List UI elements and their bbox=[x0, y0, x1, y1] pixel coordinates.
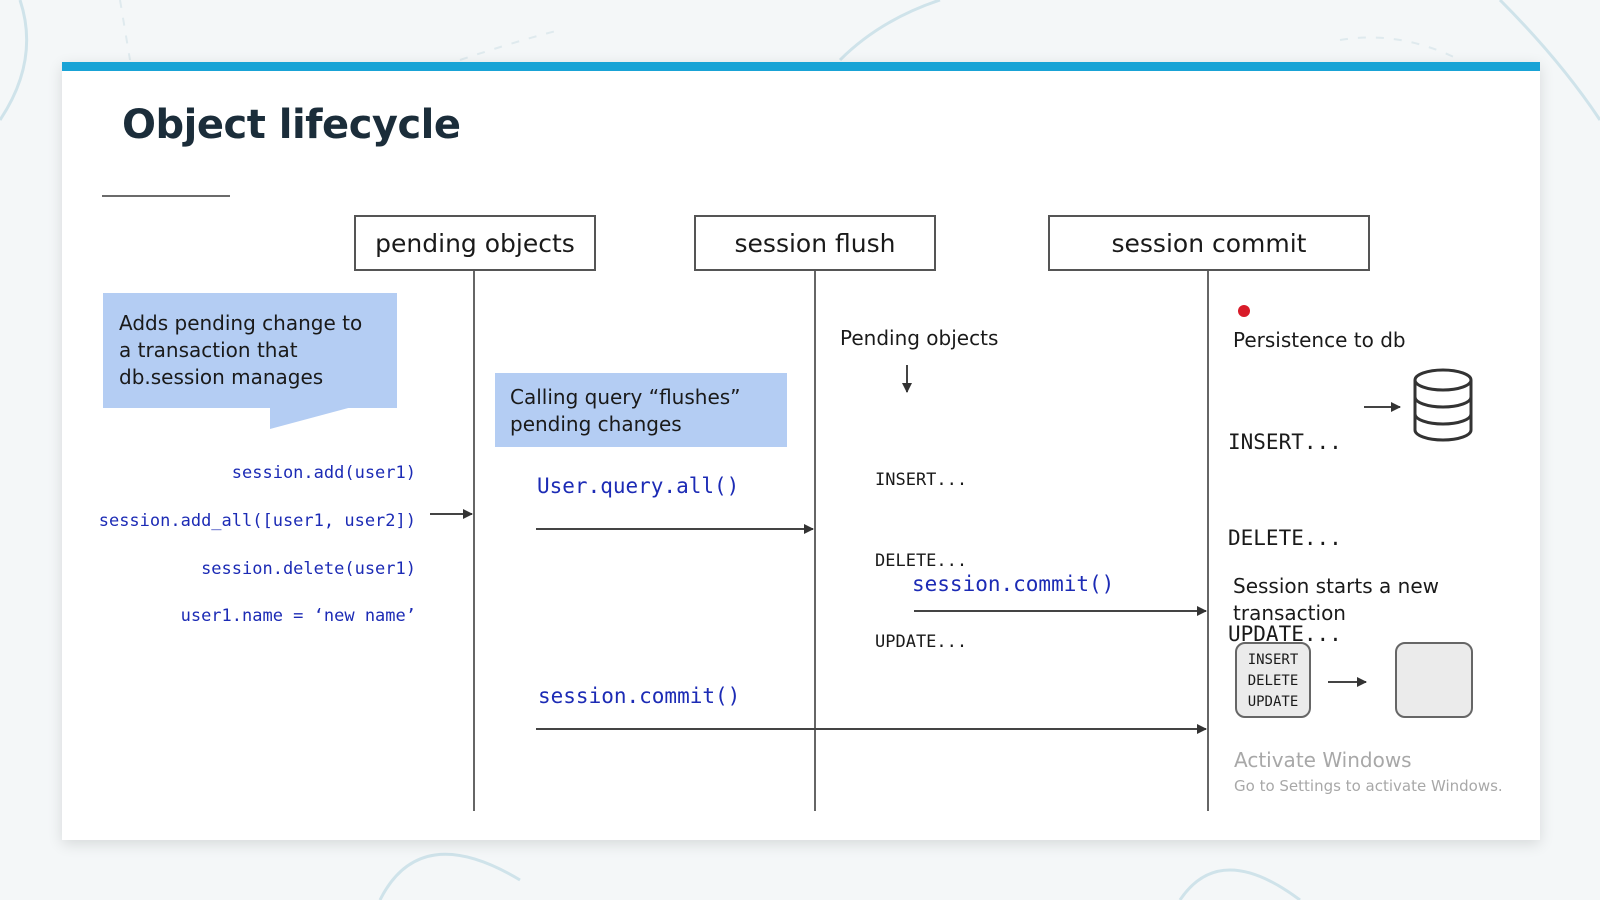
mini-statement: UPDATE bbox=[1247, 694, 1299, 710]
code-session-add: session.add(user1) bbox=[231, 463, 416, 483]
flush-callout: Calling query “flushes” pending changes bbox=[495, 373, 787, 447]
flush-pending-heading: Pending objects bbox=[840, 326, 999, 350]
mini-statement: INSERT bbox=[1247, 652, 1299, 668]
code-session-delete: session.delete(user1) bbox=[201, 559, 416, 579]
title-underline bbox=[102, 195, 230, 197]
new-transaction-line: Session starts a new bbox=[1233, 574, 1439, 598]
lifeline-session-commit bbox=[1207, 271, 1209, 811]
pending-callout-tail bbox=[270, 407, 352, 429]
database-icon bbox=[1413, 368, 1473, 442]
code-session-commit-pending: session.commit() bbox=[538, 684, 741, 708]
commit-persistence-heading: Persistence to db bbox=[1233, 328, 1406, 352]
lifeline-pending-objects bbox=[473, 271, 475, 811]
flush-statement: UPDATE... bbox=[875, 632, 968, 652]
column-header-session-commit: session commit bbox=[1048, 215, 1370, 271]
pending-callout: Adds pending change to a transaction tha… bbox=[103, 293, 397, 408]
code-session-add-all: session.add_all([user1, user2]) bbox=[98, 511, 416, 531]
new-transaction-line: transaction bbox=[1233, 601, 1346, 625]
flush-statement: INSERT... bbox=[875, 470, 968, 490]
pending-callout-line: a transaction that bbox=[119, 338, 298, 362]
lifeline-session-flush bbox=[814, 271, 816, 811]
transaction-statements-box: INSERT DELETE UPDATE bbox=[1235, 642, 1311, 718]
slide-accent-bar bbox=[62, 62, 1540, 71]
slide-card: Object lifecycle pending objects session… bbox=[62, 62, 1540, 840]
pending-callout-line: db.session manages bbox=[119, 365, 324, 389]
red-dot-marker bbox=[1238, 305, 1250, 317]
pending-callout-line: Adds pending change to bbox=[119, 311, 363, 335]
activate-windows-title: Activate Windows bbox=[1234, 748, 1412, 772]
commit-statements: INSERT... DELETE... UPDATE... bbox=[1228, 362, 1342, 714]
commit-statement: DELETE... bbox=[1228, 526, 1342, 550]
code-user-query-all: User.query.all() bbox=[537, 474, 740, 498]
column-header-session-flush: session flush bbox=[694, 215, 936, 271]
code-session-commit-flush: session.commit() bbox=[912, 572, 1115, 596]
flush-statements: INSERT... DELETE... UPDATE... bbox=[875, 413, 967, 710]
code-user-name-assign: user1.name = ‘new name’ bbox=[180, 606, 416, 626]
activate-windows-subtitle: Go to Settings to activate Windows. bbox=[1234, 777, 1503, 795]
flush-callout-line: Calling query “flushes” bbox=[510, 385, 741, 409]
slide-title: Object lifecycle bbox=[122, 102, 461, 148]
empty-transaction-box bbox=[1395, 642, 1473, 718]
flush-callout-line: pending changes bbox=[510, 412, 682, 436]
commit-statement: INSERT... bbox=[1228, 430, 1342, 454]
flush-statement: DELETE... bbox=[875, 551, 968, 571]
new-transaction-text: Session starts a new transaction bbox=[1233, 573, 1439, 627]
mini-statement: DELETE bbox=[1247, 673, 1299, 689]
column-header-pending-objects: pending objects bbox=[354, 215, 596, 271]
